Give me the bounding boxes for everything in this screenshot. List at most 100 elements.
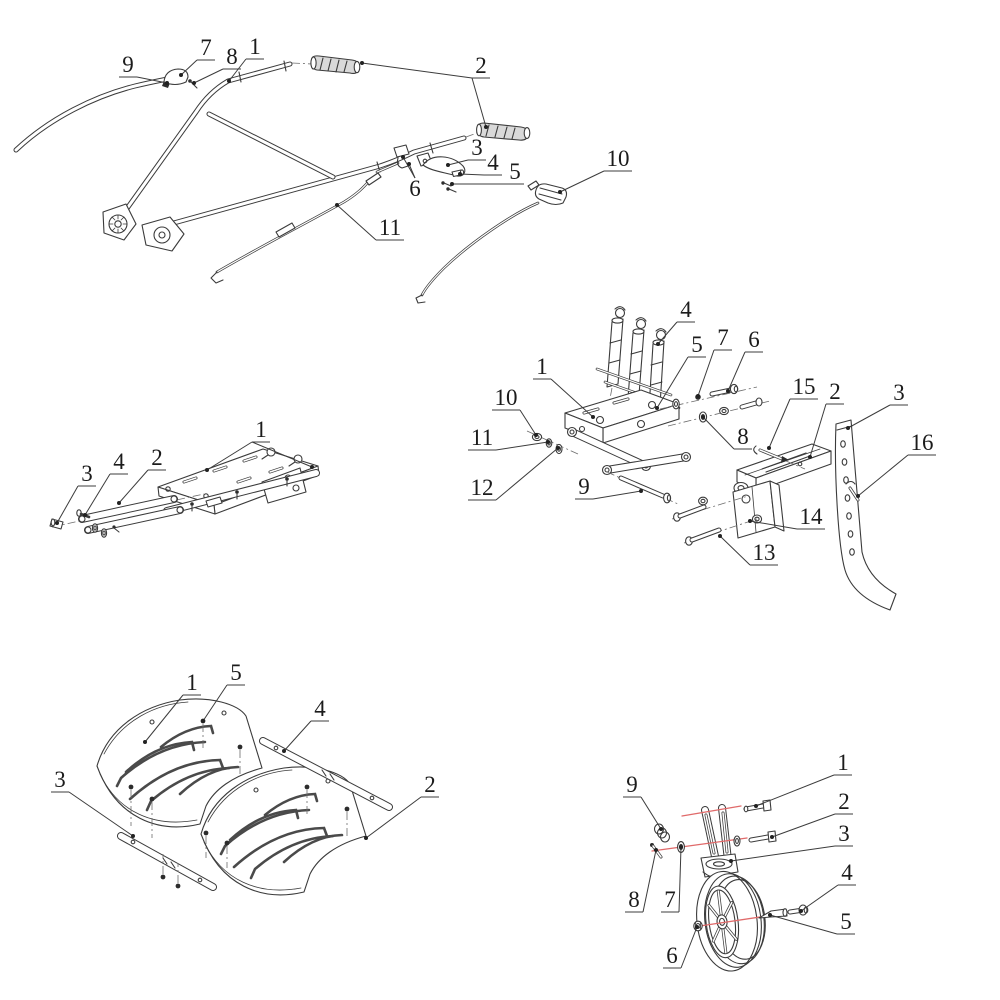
stake-blade [834, 419, 897, 611]
callout-label-handlebar-1: 1 [249, 34, 261, 59]
leader-dot-handlebar-1 [227, 79, 231, 83]
leader-dot-wheel-1 [754, 804, 758, 808]
transport-wheel-assembly [650, 799, 809, 972]
callout-label-depth-stake-4: 4 [680, 297, 692, 322]
callout-label-fenders-3: 3 [54, 767, 66, 792]
leader-dot-wheel-7 [679, 845, 683, 849]
leader-dot-handlebar-9 [165, 81, 169, 85]
leader-dot-depth-stake-12 [556, 446, 560, 450]
leader-dot-mount-plate-1 [205, 468, 209, 472]
leader-dot-handlebar-4 [458, 172, 462, 176]
swing-arms [566, 426, 692, 476]
leader-dot-fenders-5 [201, 719, 205, 723]
callout-label-handlebar-3: 3 [471, 135, 483, 160]
leader-dot-depth-stake-14 [748, 519, 752, 523]
callout-label-depth-stake-2: 2 [829, 379, 841, 404]
leader-line-handlebar-7 [180, 59, 198, 76]
clutch-cable [210, 161, 400, 284]
callout-label-wheel-6: 6 [666, 943, 678, 968]
leader-dot-mount-plate-2 [117, 501, 121, 505]
leader-line-depth-stake-4 [657, 321, 678, 345]
leader-dot-depth-stake-6 [726, 389, 730, 393]
leader-line-depth-stake-5 [656, 356, 689, 409]
leader-line-handlebar-2 [471, 77, 487, 128]
clamp-part [163, 68, 189, 86]
callout-label-handlebar-5: 5 [509, 159, 521, 184]
support-bar [13, 74, 183, 153]
callout-label-wheel-8: 8 [628, 887, 640, 912]
leader-dot-fenders-1 [143, 740, 147, 744]
leader-dot-depth-stake-9 [639, 489, 643, 493]
leader-line-depth-stake-16 [857, 454, 909, 497]
leader-line-fenders-1 [144, 694, 184, 743]
leader-line-handlebar-4 [459, 173, 485, 176]
grip-right [465, 122, 531, 141]
leader-dot-handlebar-8 [192, 81, 196, 85]
callout-label-mount-plate-2: 2 [151, 445, 163, 470]
callout-label-depth-stake-10: 10 [495, 385, 518, 410]
axle-bolt [787, 904, 809, 916]
callout-label-handlebar-11: 11 [379, 215, 401, 240]
callout-label-depth-stake-14: 14 [800, 504, 824, 529]
leader-line-depth-stake-2 [809, 403, 827, 458]
leader-dot-depth-stake-1 [591, 415, 595, 419]
callout-label-wheel-3: 3 [838, 821, 850, 846]
callout-label-handlebar-7: 7 [200, 35, 212, 60]
leader-line-mount-plate-3 [56, 485, 79, 524]
leader-dot-wheel-3 [729, 859, 733, 863]
callout-label-depth-stake-3: 3 [893, 380, 905, 405]
callout-label-depth-stake-1: 1 [536, 354, 548, 379]
mount-washers [91, 523, 120, 538]
grip-left [291, 55, 361, 74]
leader-line-depth-stake-13 [719, 535, 751, 566]
throttle-switch-cable [415, 180, 568, 304]
leader-line-depth-stake-8 [702, 416, 735, 450]
leader-dot-depth-stake-4 [656, 342, 660, 346]
leader-dot-handlebar-2 [484, 125, 488, 129]
leader-line-wheel-7 [678, 846, 682, 913]
axle-rod [758, 908, 788, 919]
leader-dot-handlebar-11 [335, 203, 339, 207]
leader-dot-handlebar-10 [558, 190, 562, 194]
leader-dot-wheel-6 [695, 925, 699, 929]
callout-label-mount-plate-4: 4 [113, 449, 125, 474]
leader-line-handlebar-6 [408, 163, 416, 179]
callout-label-depth-stake-13: 13 [753, 540, 776, 565]
leader-line-mount-plate-4 [84, 473, 111, 516]
hitch-pin [753, 445, 806, 470]
callout-label-wheel-2: 2 [838, 789, 850, 814]
leader-dot-handlebar-6 [401, 155, 405, 159]
mounting-plate-assembly [49, 447, 320, 538]
leader-dot-wheel-9 [659, 827, 663, 831]
leader-dot-mount-plate-3 [55, 521, 59, 525]
leader-line-wheel-4 [800, 884, 839, 912]
fender-screws [128, 718, 350, 889]
callout-label-depth-stake-9: 9 [578, 474, 590, 499]
leader-dot-depth-stake-13 [718, 534, 722, 538]
leader-dot-fenders-4 [282, 749, 286, 753]
callout-label-handlebar-4: 4 [487, 150, 499, 175]
leader-dot-handlebar-3 [446, 163, 450, 167]
callout-label-handlebar-8: 8 [226, 44, 238, 69]
leader-line-wheel-6 [680, 926, 698, 969]
mount-bolt [76, 509, 91, 519]
hitch-tube [736, 443, 832, 492]
callout-label-fenders-1: 1 [186, 670, 198, 695]
leader-dot-depth-stake-16 [856, 494, 860, 498]
leader-dot-depth-stake-3 [846, 426, 850, 430]
leader-line-handlebar-9 [136, 76, 168, 84]
leader-line-fenders-4 [283, 720, 312, 752]
fender-strip-bottom [117, 832, 217, 891]
leader-dot-fenders-3 [131, 834, 135, 838]
leader-dot-depth-stake-11 [546, 440, 550, 444]
leader-dot-depth-stake-10 [534, 433, 538, 437]
leader-dot-wheel-5 [768, 913, 772, 917]
leader-dot-wheel-2 [770, 835, 774, 839]
leader-line-handlebar-8 [193, 68, 224, 84]
callout-label-depth-stake-8: 8 [737, 424, 749, 449]
leader-line-mount-plate-1 [206, 441, 253, 471]
callout-label-depth-stake-6: 6 [748, 327, 760, 352]
